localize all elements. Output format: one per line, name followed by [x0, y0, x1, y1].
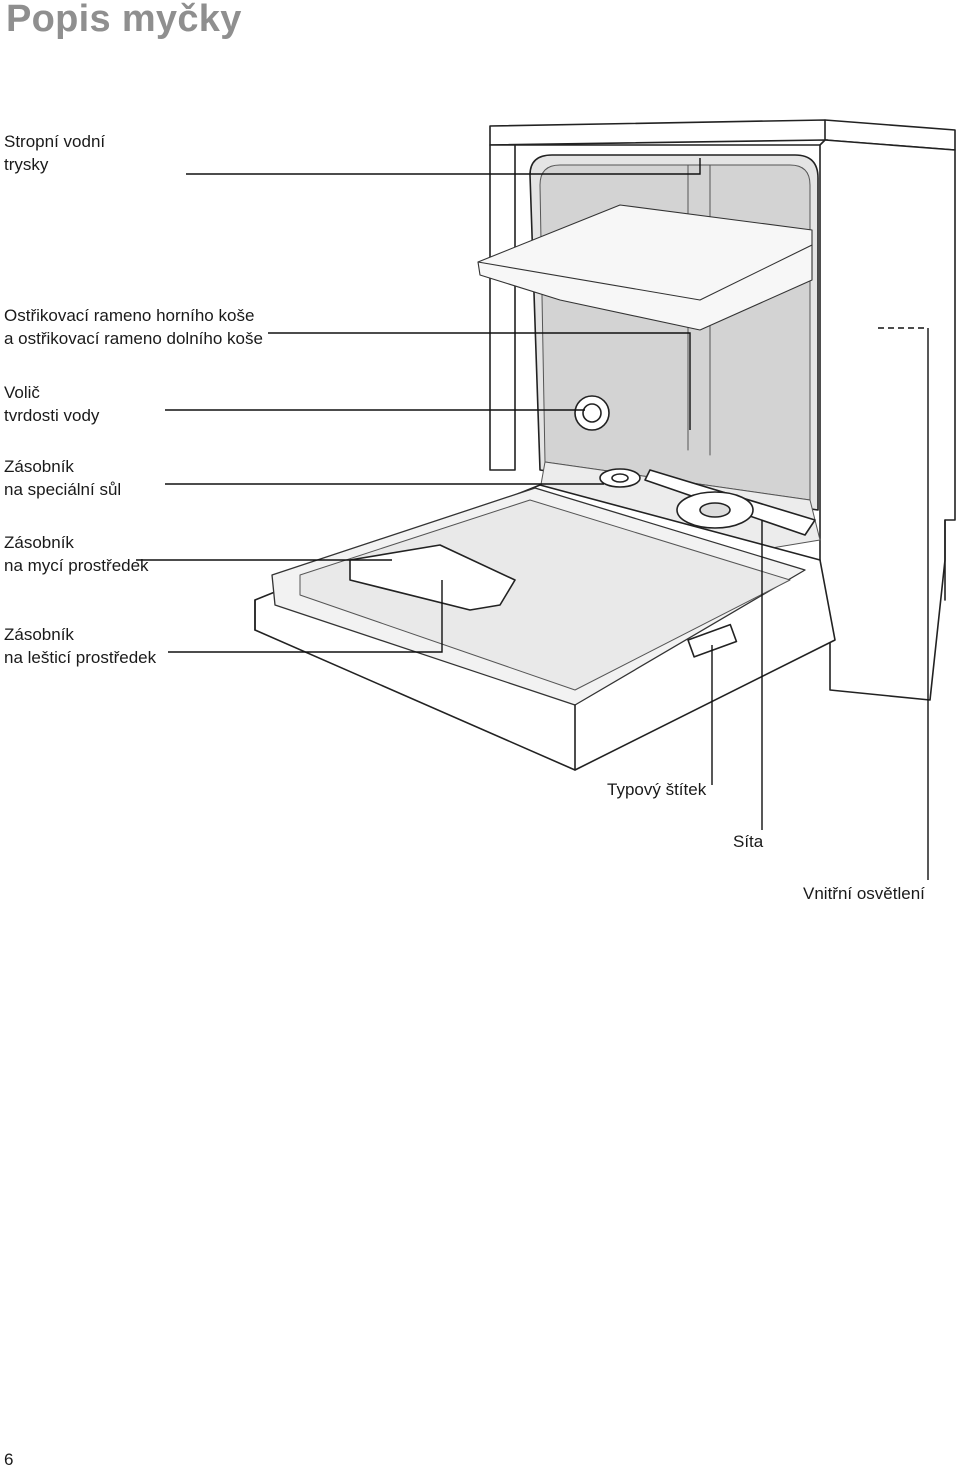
cabinet-front-frame: [489, 144, 821, 471]
label-salt-container: Zásobník na speciální sůl: [4, 457, 122, 499]
spray-arm-and-filters: [644, 469, 816, 536]
salt-container: [599, 468, 641, 488]
label-interior-light: Vnitřní osvětlení: [803, 884, 925, 903]
page-title: Popis myčky: [6, 0, 242, 40]
water-hardness-dial: [574, 395, 610, 431]
type-plate: [687, 623, 738, 658]
label-filters: Síta: [733, 832, 764, 851]
leader-lines: [136, 158, 929, 880]
label-water-hardness-selector: Volič tvrdosti vody: [4, 383, 100, 425]
cabinet-side: [819, 139, 956, 701]
label-detergent-container: Zásobník na mycí prostředek: [4, 533, 149, 575]
upper-basket: [477, 204, 813, 331]
label-spray-arms: Ostřikovací rameno horního koše a ostřik…: [4, 306, 263, 348]
label-type-plate: Typový štítek: [607, 780, 707, 799]
detergent-dispenser: [349, 544, 516, 611]
label-ceiling-jets: Stropní vodní trysky: [4, 132, 106, 174]
label-rinse-aid-container: Zásobník na lešticí prostředek: [4, 625, 157, 667]
page-number: 6: [4, 1450, 14, 1469]
